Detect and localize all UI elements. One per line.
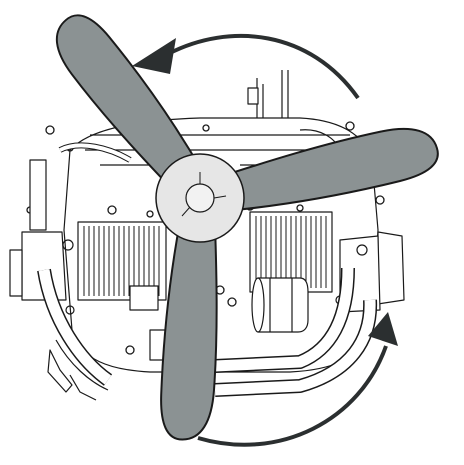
bottom-arrowhead-icon <box>368 312 398 346</box>
right-exhaust-pipes <box>214 267 378 397</box>
bottom-rotation-arrow <box>197 312 398 447</box>
left-exhaust-pipes <box>37 268 113 401</box>
spinner-cap <box>185 183 215 213</box>
accessory-box <box>129 285 159 311</box>
left-side-housing <box>9 231 75 315</box>
propeller-blades <box>55 14 439 441</box>
propeller <box>55 14 439 441</box>
propeller-blade-bottom <box>160 215 218 441</box>
top-rotation-arrow <box>132 33 360 100</box>
propeller-blade-upper-left <box>55 14 205 194</box>
spinner <box>155 153 245 243</box>
propeller-blade-right <box>215 127 439 213</box>
top-arrowhead-icon <box>132 38 176 74</box>
oil-filter <box>251 277 309 333</box>
left-cylinder-bank <box>77 221 167 301</box>
